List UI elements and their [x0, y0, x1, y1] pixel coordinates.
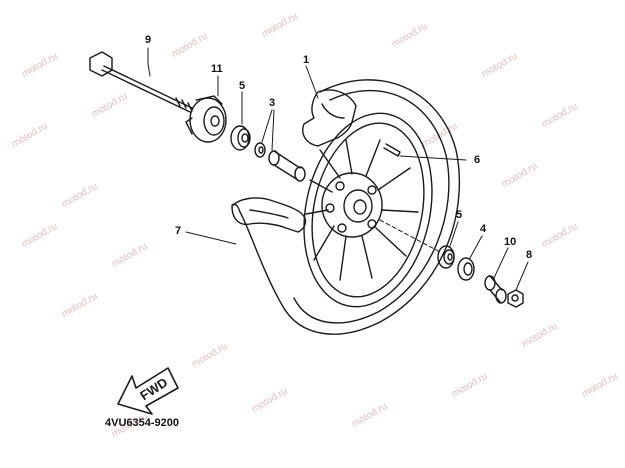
axle-shaft	[101, 65, 193, 113]
callout-10: 10	[504, 236, 517, 248]
callout-6: 6	[474, 154, 481, 166]
wheel-assembly	[231, 79, 460, 335]
part-code: 4VU6354-9200	[105, 417, 180, 429]
spoke	[377, 167, 411, 191]
gear-unit-bore	[210, 115, 220, 127]
spoke	[319, 149, 341, 179]
axle	[89, 51, 193, 113]
leader-3	[261, 109, 275, 151]
gear-unit-face	[203, 106, 225, 136]
hub-inner	[343, 189, 373, 223]
tire-section-left-inner	[249, 209, 289, 219]
axle-nut	[507, 289, 524, 308]
leader-7	[185, 231, 237, 245]
leader-8	[515, 261, 529, 291]
leader-lines	[147, 47, 529, 291]
hub-bore	[353, 199, 367, 215]
oil-seal	[254, 142, 266, 158]
leader-1	[305, 65, 319, 99]
leader-9	[147, 47, 151, 77]
spoke	[339, 235, 347, 281]
spoke	[313, 225, 335, 261]
spoke	[381, 209, 419, 213]
callout-11: 11	[211, 63, 223, 75]
valve-stem	[383, 143, 401, 157]
spoke	[375, 227, 407, 257]
tire-section-top-inner	[321, 103, 345, 119]
tire-section-top	[302, 89, 357, 147]
bearing-lower	[437, 245, 455, 269]
spoke	[365, 139, 381, 177]
gear-unit-body	[189, 97, 227, 143]
spoke	[305, 209, 329, 215]
callout-7: 7	[175, 225, 182, 237]
gear-unit-tab	[195, 95, 223, 105]
fwd-arrow	[117, 367, 179, 415]
leader-6	[399, 155, 467, 161]
callout-4: 4	[480, 223, 487, 235]
leader-axis	[379, 219, 441, 253]
hub-bolt	[367, 219, 377, 229]
spacer-collar	[268, 150, 306, 182]
fwd-arrow-shape	[117, 367, 179, 415]
tire-outline	[231, 79, 460, 335]
oil-seal-right	[457, 257, 475, 281]
tire-inner-edge	[293, 89, 450, 324]
callout-8: 8	[526, 249, 533, 261]
hub-bolt	[325, 203, 335, 213]
meter-gear-unit	[185, 95, 227, 143]
axle-head	[89, 51, 113, 77]
rim	[303, 112, 433, 308]
callout-5-bottom: 5	[456, 209, 463, 221]
callout-9: 9	[145, 34, 152, 46]
fwd-label: FWD	[137, 375, 170, 404]
collar	[484, 275, 507, 304]
spoke	[309, 179, 333, 193]
gear-unit-side	[185, 117, 193, 135]
spoke	[345, 139, 353, 175]
spoke	[361, 235, 373, 279]
hub-bolt	[367, 185, 377, 195]
callout-3: 3	[269, 97, 276, 109]
callout-5-top: 5	[239, 80, 246, 92]
leader-5-bottom	[449, 221, 459, 247]
rim-inner	[311, 122, 425, 298]
leader-4	[469, 235, 483, 259]
hub-bolt	[335, 181, 345, 191]
bearing-upper	[230, 125, 251, 151]
hub-bolt	[337, 223, 347, 233]
leader-10	[493, 247, 509, 279]
tire-section-left	[231, 197, 307, 233]
callout-1: 1	[303, 54, 310, 66]
